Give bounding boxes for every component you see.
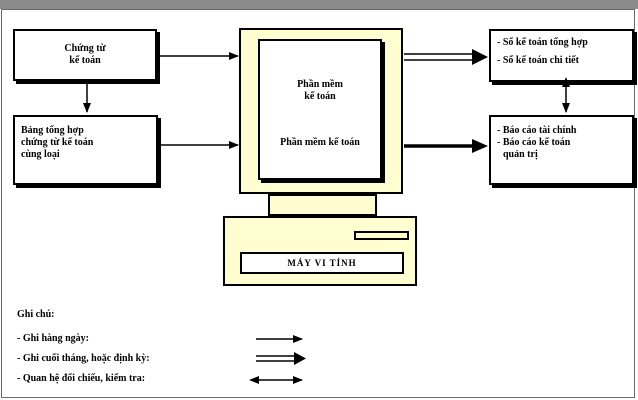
diagram-frame (1, 9, 635, 398)
source-documents-line-1: Chứng từ (64, 43, 106, 54)
source-documents-box: Chứng từ kế toán (13, 29, 157, 81)
screen-title-line-1: Phần mềm (297, 79, 343, 90)
summary-table-box: Bảng tổng hợp chứng từ kế toán cùng loại (13, 115, 158, 185)
computer-case: MÁY VI TÍNH (223, 216, 417, 286)
legend-reconcile: - Quan hệ đối chiếu, kiểm tra: (17, 373, 146, 384)
computer-monitor: Phần mềm kế toán Phần mềm kế toán (239, 28, 403, 194)
legend-title: Ghi chú: (17, 309, 55, 320)
screen-subtitle: Phần mềm kế toán (280, 137, 360, 148)
ledgers-line-1: - Sổ kế toán tổng hợp (497, 37, 588, 48)
reports-line-1: - Báo cáo tài chính (497, 125, 577, 136)
disk-drive-slot (354, 231, 409, 240)
ledgers-box: - Sổ kế toán tổng hợp - Sổ kế toán chi t… (489, 29, 634, 82)
screen-title: Phần mềm kế toán (260, 79, 380, 103)
summary-table-line-1: Bảng tổng hợp (21, 125, 84, 136)
top-bar (0, 0, 638, 9)
legend-daily: - Ghi hàng ngày: (17, 333, 89, 344)
reports-box: - Báo cáo tài chính - Báo cáo kế toán qu… (489, 115, 634, 185)
ledgers-line-2: - Sổ kế toán chi tiết (497, 55, 579, 66)
source-documents-line-2: kế toán (69, 55, 101, 66)
computer-case-label: MÁY VI TÍNH (240, 252, 404, 274)
screen-title-line-2: kế toán (304, 91, 336, 102)
reports-line-2: - Báo cáo kế toán (497, 137, 571, 148)
summary-table-line-3: cùng loại (21, 149, 60, 160)
summary-table-line-2: chứng từ kế toán (21, 137, 94, 148)
monitor-screen: Phần mềm kế toán Phần mềm kế toán (258, 39, 382, 180)
monitor-stand (268, 194, 377, 216)
reports-line-3: quản trị (503, 149, 538, 160)
legend-periodic: - Ghi cuối tháng, hoặc định kỳ: (17, 353, 150, 364)
